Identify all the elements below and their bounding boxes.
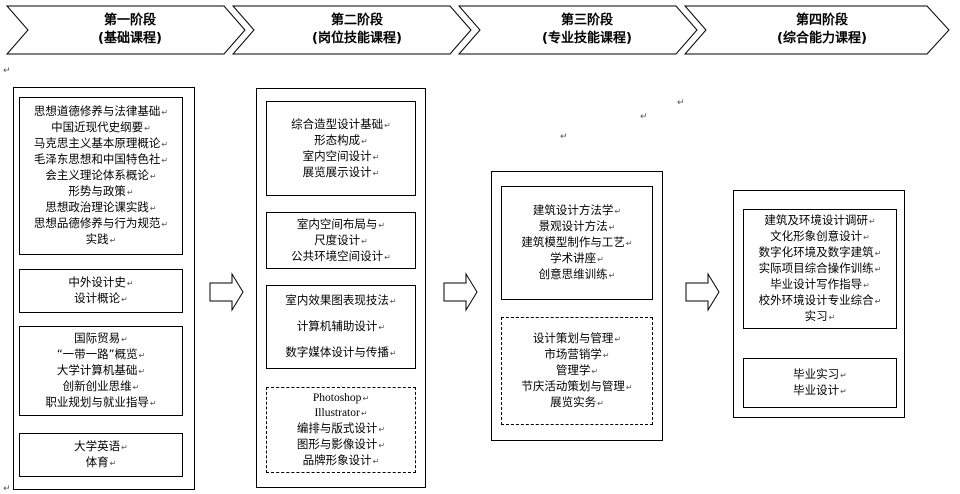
course-item: 尺度设计 bbox=[314, 233, 368, 249]
course-box-comprehensive: 建筑及环境设计调研 文化形象创意设计 数字化环境及数字建筑 实际项目综合操作训练… bbox=[743, 209, 897, 329]
course-item: 形势与政策 bbox=[68, 184, 133, 200]
course-item: 会主义理论体系概论 bbox=[45, 168, 156, 184]
course-item: 室内效果图表现技法 bbox=[285, 293, 396, 309]
course-item: 市场营销学 bbox=[544, 347, 609, 363]
course-item: 中外设计史 bbox=[68, 275, 133, 291]
stage-1-chevron bbox=[5, 5, 246, 55]
course-item: 体育 bbox=[86, 455, 117, 471]
course-item: 职业规划与就业指导 bbox=[45, 395, 156, 411]
course-item: 思想政治理论课实践 bbox=[45, 200, 156, 216]
course-item: 思想品德修养与行为规范 bbox=[34, 216, 168, 232]
stage-4-label: 第四阶段 (综合能力课程) bbox=[742, 12, 902, 48]
course-item: 毕业设计 bbox=[793, 383, 847, 399]
course-box-english-pe: 大学英语 体育 bbox=[19, 433, 183, 477]
stage-4-column: 建筑及环境设计调研 文化形象创意设计 数字化环境及数字建筑 实际项目综合操作训练… bbox=[733, 190, 905, 418]
stage-1-label: 第一阶段 (基础课程) bbox=[60, 12, 200, 48]
paragraph-mark bbox=[3, 484, 11, 494]
course-item: 校外环境设计专业综合 bbox=[759, 293, 882, 309]
course-item: 国际贸易 bbox=[74, 331, 128, 347]
course-item: Illustrator bbox=[314, 406, 367, 421]
flow-arrow-3 bbox=[685, 272, 720, 312]
course-item: 设计策划与管理 bbox=[533, 331, 621, 347]
course-box-general: 国际贸易 “一带一路”概览 大学计算机基础 创新创业思维 职业规划与就业指导 bbox=[19, 326, 183, 416]
course-box-space-layout: 室内空间布局与 尺度设计 公共环境空间设计 bbox=[266, 212, 416, 269]
course-item: 室内空间布局与 bbox=[297, 217, 385, 233]
course-item: 节庆活动策划与管理 bbox=[521, 379, 632, 395]
course-item: 设计概论 bbox=[74, 291, 128, 307]
course-item: 创意思维训练 bbox=[539, 267, 616, 283]
course-item: 建筑设计方法学 bbox=[533, 203, 621, 219]
course-item: 公共环境空间设计 bbox=[291, 249, 391, 265]
stage-2-chevron bbox=[231, 5, 472, 55]
course-box-rendering: 室内效果图表现技法 计算机辅助设计 数字媒体设计与传播 bbox=[266, 285, 416, 369]
course-item: 实习 bbox=[805, 309, 836, 325]
course-item: 大学计算机基础 bbox=[57, 363, 145, 379]
stage-1-column: 思想道德修养与法律基础 中国近现代史纲要 马克思主义基本原理概论 毛泽东思想和中… bbox=[13, 87, 195, 490]
stage-2-column: 综合造型设计基础 形态构成 室内空间设计 展览展示设计 室内空间布局与 尺度设计… bbox=[256, 88, 426, 488]
stage-3-title: 第三阶段 bbox=[560, 13, 613, 28]
course-item: 室内空间设计 bbox=[303, 149, 380, 165]
stage-2-label: 第二阶段 (岗位技能课程) bbox=[282, 12, 432, 48]
course-item: “一带一路”概览 bbox=[57, 347, 146, 363]
course-item: 毕业设计写作指导 bbox=[770, 277, 870, 293]
course-item: 大学英语 bbox=[74, 439, 128, 455]
course-box-graduation: 毕业实习 毕业设计 bbox=[743, 358, 897, 408]
course-item: 文化形象创意设计 bbox=[770, 229, 870, 245]
course-box-political: 思想道德修养与法律基础 中国近现代史纲要 马克思主义基本原理概论 毛泽东思想和中… bbox=[19, 97, 183, 255]
course-item: 建筑模型制作与工艺 bbox=[521, 235, 632, 251]
course-box-design-basics: 综合造型设计基础 形态构成 室内空间设计 展览展示设计 bbox=[266, 101, 416, 196]
stage-1-subtitle: (基础课程) bbox=[98, 31, 162, 46]
stage-3-subtitle: (专业技能课程) bbox=[542, 31, 632, 46]
course-item: 数字化环境及数字建筑 bbox=[759, 245, 882, 261]
stage-3-chevron bbox=[457, 5, 698, 55]
paragraph-mark bbox=[677, 98, 685, 108]
course-box-architecture: 建筑设计方法学 景观设计方法 建筑模型制作与工艺 学术讲座 创意思维训练 bbox=[501, 186, 653, 300]
stage-2-title: 第二阶段 bbox=[330, 13, 383, 28]
course-box-design-history: 中外设计史 设计概论 bbox=[19, 269, 183, 313]
paragraph-mark bbox=[640, 112, 648, 122]
course-item: 学术讲座 bbox=[550, 251, 604, 267]
course-item: 管理学 bbox=[556, 363, 598, 379]
stage-1-title: 第一阶段 bbox=[103, 13, 156, 28]
course-item: 创新创业思维 bbox=[63, 379, 140, 395]
course-item: 图形与影像设计 bbox=[297, 437, 385, 453]
course-item: 展览实务 bbox=[550, 395, 604, 411]
course-item: 综合造型设计基础 bbox=[291, 117, 391, 133]
paragraph-mark bbox=[3, 66, 11, 76]
course-box-graphic-software: Photoshop Illustrator 编排与版式设计 图形与影像设计 品牌… bbox=[266, 387, 416, 473]
stage-4-chevron bbox=[683, 5, 950, 55]
course-item: 中国近现代史纲要 bbox=[51, 120, 151, 136]
stage-2-subtitle: (岗位技能课程) bbox=[312, 31, 402, 46]
course-item: 思想道德修养与法律基础 bbox=[34, 104, 168, 120]
course-item: 建筑及环境设计调研 bbox=[764, 213, 875, 229]
course-item: 马克思主义基本原理概论 bbox=[34, 136, 168, 152]
stage-4-subtitle: (综合能力课程) bbox=[777, 31, 867, 46]
course-item: 展览展示设计 bbox=[303, 165, 380, 181]
course-item: 毛泽东思想和中国特色社 bbox=[34, 152, 168, 168]
stage-3-column: 建筑设计方法学 景观设计方法 建筑模型制作与工艺 学术讲座 创意思维训练 设计策… bbox=[491, 171, 663, 441]
flow-arrow-1 bbox=[209, 272, 244, 312]
paragraph-mark bbox=[560, 132, 568, 142]
course-item: 品牌形象设计 bbox=[303, 453, 380, 469]
course-item: 毕业实习 bbox=[793, 367, 847, 383]
course-box-management: 设计策划与管理 市场营销学 管理学 节庆活动策划与管理 展览实务 bbox=[501, 317, 653, 425]
course-item: 编排与版式设计 bbox=[297, 421, 385, 437]
course-item: 形态构成 bbox=[314, 133, 368, 149]
stage-4-title: 第四阶段 bbox=[795, 13, 848, 28]
course-item: 实践 bbox=[86, 232, 117, 248]
course-item: Photoshop bbox=[313, 391, 369, 406]
flow-arrow-2 bbox=[443, 272, 478, 312]
stage-3-label: 第三阶段 (专业技能课程) bbox=[512, 12, 662, 48]
course-item: 计算机辅助设计 bbox=[297, 319, 385, 335]
course-item: 景观设计方法 bbox=[539, 219, 616, 235]
course-item: 实际项目综合操作训练 bbox=[759, 261, 882, 277]
course-item: 数字媒体设计与传播 bbox=[285, 345, 396, 361]
